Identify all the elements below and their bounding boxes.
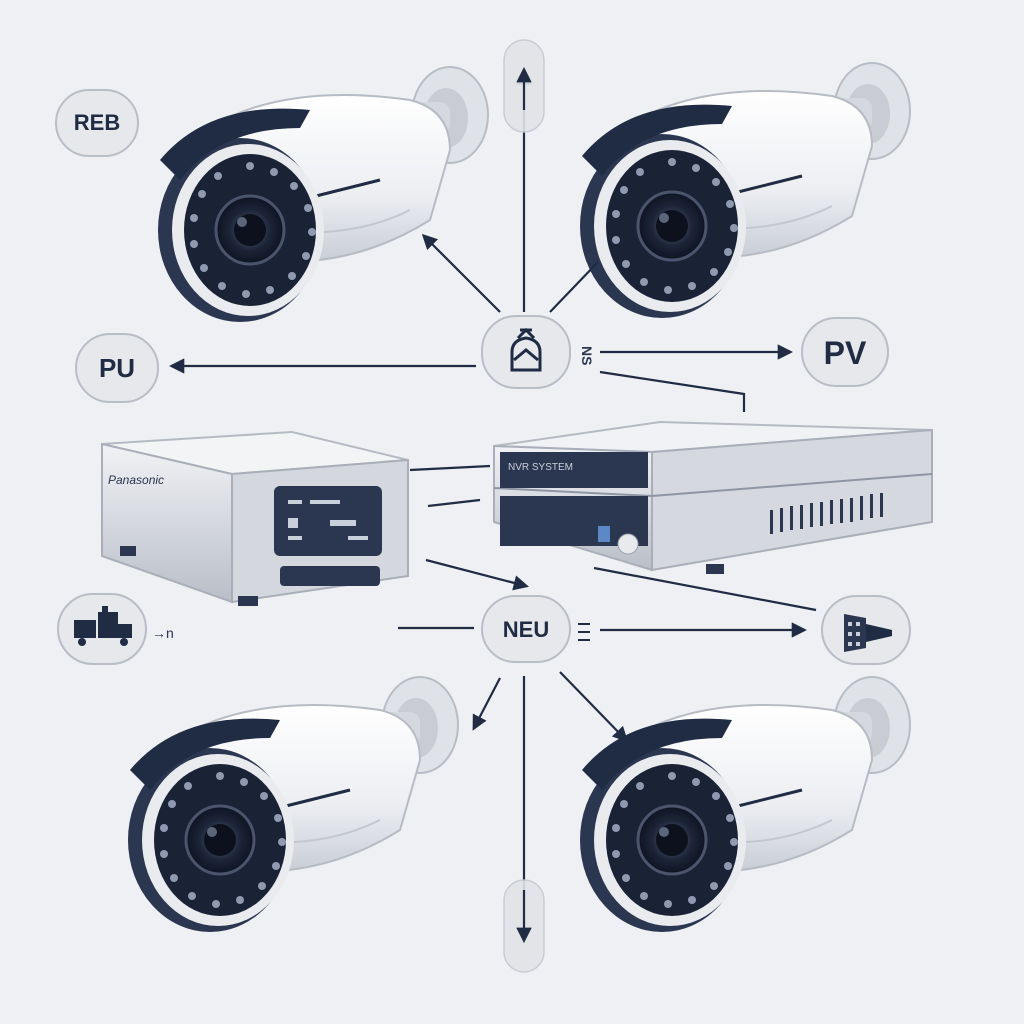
nvr-power-knob: [617, 533, 639, 555]
reb-label: REB: [74, 110, 120, 135]
nvr-top-panel: [500, 452, 648, 488]
arrow-icon: [593, 566, 817, 612]
arrow-icon: [549, 261, 599, 313]
small-arrow-text: →n: [152, 625, 174, 641]
nvr-device-right: NVR SYSTEM: [493, 420, 933, 574]
recorder-device-left: Panasonic: [101, 430, 409, 606]
neu-label: NEU: [503, 617, 549, 642]
neu-badge: NEU: [481, 595, 590, 663]
right-mini-badge: [821, 595, 911, 665]
arrow-icon: [421, 233, 501, 313]
arrow-icon: [559, 671, 629, 743]
arrow-icon: [425, 558, 529, 591]
nvr-title: NVR SYSTEM: [508, 462, 573, 473]
camera-bottom-right: [578, 675, 912, 934]
pu-badge: PU: [75, 333, 159, 403]
pv-label: PV: [824, 335, 867, 371]
router-bell-icon: [510, 327, 542, 372]
recorder-base-panel: [280, 566, 380, 586]
recorder-brand: Panasonic: [108, 473, 164, 487]
center-hub: NS: [481, 315, 595, 389]
arrow-icon: [472, 677, 501, 731]
ns-small-label: NS: [579, 346, 595, 365]
camera-top-left: [156, 65, 490, 324]
connector-plug-icon: [844, 614, 892, 652]
reb-badge: REB: [55, 89, 139, 157]
pu-label: PU: [99, 353, 135, 383]
truck-icon: [74, 606, 132, 646]
camera-top-right: [578, 61, 912, 320]
pv-badge: PV: [801, 317, 889, 387]
left-mini-badge: →n: [57, 593, 174, 665]
camera-bottom-left: [126, 675, 460, 934]
